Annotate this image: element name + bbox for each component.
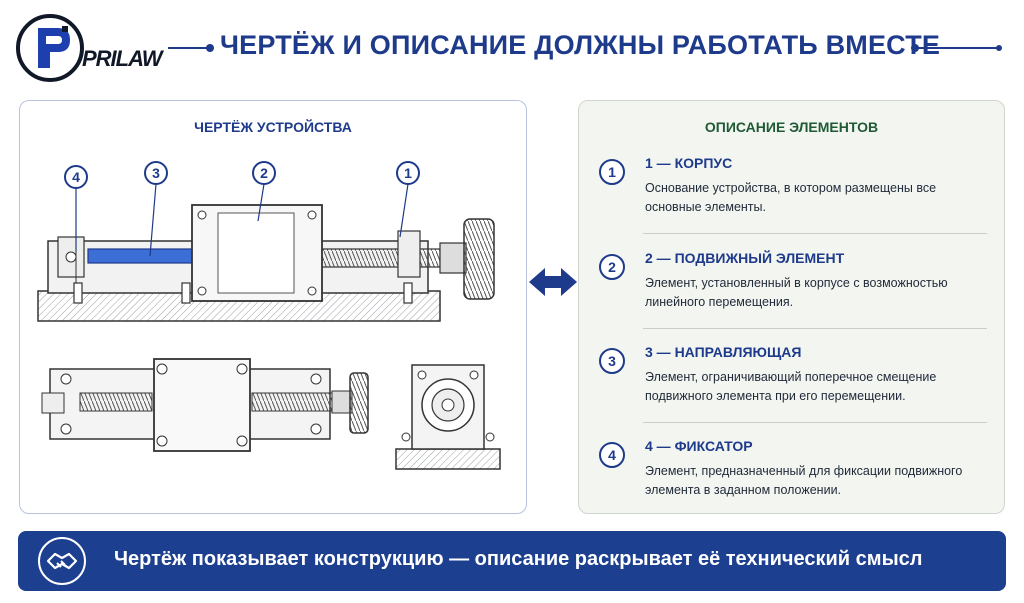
section-view <box>37 181 495 322</box>
callout-4-label: 4 <box>72 169 80 185</box>
title-rule-left <box>168 47 210 49</box>
item-title: 4 — ФИКСАТОР <box>645 438 753 454</box>
title-rule-right <box>914 47 1000 49</box>
divider <box>643 328 987 329</box>
divider <box>643 422 987 423</box>
divider <box>643 233 987 234</box>
callout-3: 3 <box>144 161 168 257</box>
item-number-badge: 2 <box>599 254 625 280</box>
title-dot-left <box>206 44 214 52</box>
page-title: ЧЕРТЁЖ И ОПИСАНИЕ ДОЛЖНЫ РАБОТАТЬ ВМЕСТЕ <box>220 30 941 60</box>
device-drawing: 4 3 2 1 <box>37 161 501 470</box>
item-description: Элемент, установленный в корпусе с возмо… <box>645 276 948 309</box>
summary-banner: Чертёж показывает конструкцию — описание… <box>18 531 1006 591</box>
item-number-badge: 3 <box>599 348 625 374</box>
guide-rod <box>87 248 199 264</box>
handshake-icon <box>38 537 86 585</box>
description-panel-title: ОПИСАНИЕ ЭЛЕМЕНТОВ <box>704 119 879 135</box>
description-panel: ОПИСАНИЕ ЭЛЕМЕНТОВ 1 1 — КОРПУС Основани… <box>578 100 1005 514</box>
brand-name: PRILAW <box>82 46 163 71</box>
drawing-panel: ЧЕРТЁЖ УСТРОЙСТВА <box>19 100 527 514</box>
callout-2-label: 2 <box>260 165 268 181</box>
item-title: 3 — НАПРАВЛЯЮЩАЯ <box>645 344 802 360</box>
top-view <box>41 358 369 452</box>
callout-2: 2 <box>252 161 276 222</box>
item-number-badge: 4 <box>599 442 625 468</box>
item-title: 1 — КОРПУС <box>645 155 733 171</box>
callout-3-label: 3 <box>152 165 160 181</box>
logo-mark-icon <box>16 14 84 82</box>
item-title: 2 — ПОДВИЖНЫЙ ЭЛЕМЕНТ <box>645 250 845 266</box>
item-description: Элемент, предназначенный для фиксации по… <box>645 464 963 497</box>
callout-1: 1 <box>396 161 420 238</box>
double-arrow-icon <box>529 268 577 296</box>
title-dot-end <box>996 45 1002 51</box>
knob <box>463 218 495 300</box>
callout-1-label: 1 <box>404 165 412 181</box>
drawing-panel-title: ЧЕРТЁЖ УСТРОЙСТВА <box>194 119 352 135</box>
end-view <box>395 364 501 470</box>
item-description: Элемент, ограничивающий поперечное смеще… <box>645 370 937 403</box>
banner-text: Чертёж показывает конструкцию — описание… <box>114 548 923 570</box>
brand-logo: PRILAW <box>12 8 163 88</box>
item-description: Основание устройства, в котором размещен… <box>645 181 937 214</box>
callout-4: 4 <box>64 165 88 251</box>
item-number-badge: 1 <box>599 159 625 185</box>
